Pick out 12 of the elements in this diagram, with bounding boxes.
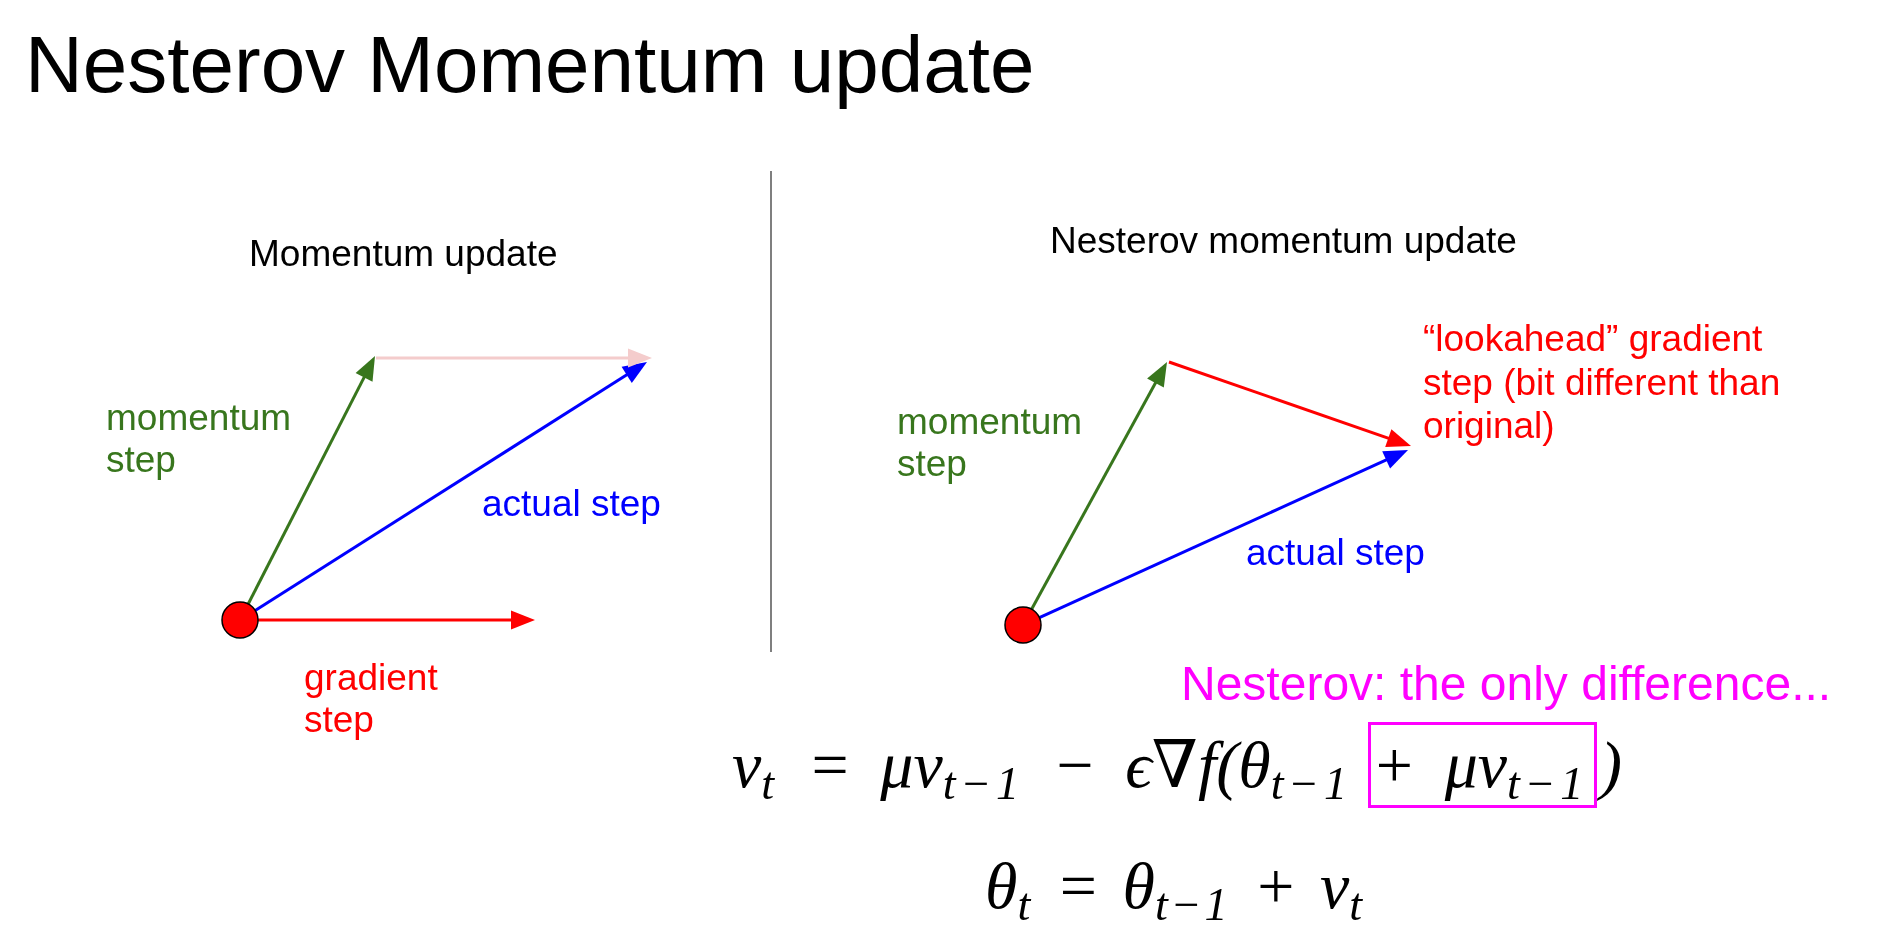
panel-heading: Momentum update bbox=[249, 233, 558, 275]
highlight-box: + μv$_{t−1}$ bbox=[1367, 722, 1598, 808]
lookahead-gradient-label: “lookahead” gradient step (bit different than original) bbox=[1423, 317, 1782, 448]
momentum-step-label: momentum step bbox=[106, 397, 293, 481]
equation-text: θ$_{t}$ = θ$_{t−1}$ + v$_{t}$ bbox=[985, 853, 1365, 919]
actual-step-label: actual step bbox=[482, 483, 661, 525]
momentum-step-label: momentum step bbox=[897, 401, 1084, 485]
actual-step-label: actual step bbox=[1246, 532, 1425, 574]
slide-title: Nesterov Momentum update bbox=[25, 19, 1035, 111]
annotation-text: Nesterov: the only difference... bbox=[1181, 657, 1832, 711]
panel-heading: Nesterov momentum update bbox=[1050, 220, 1517, 262]
gradient-step-label: gradient step bbox=[304, 657, 439, 741]
